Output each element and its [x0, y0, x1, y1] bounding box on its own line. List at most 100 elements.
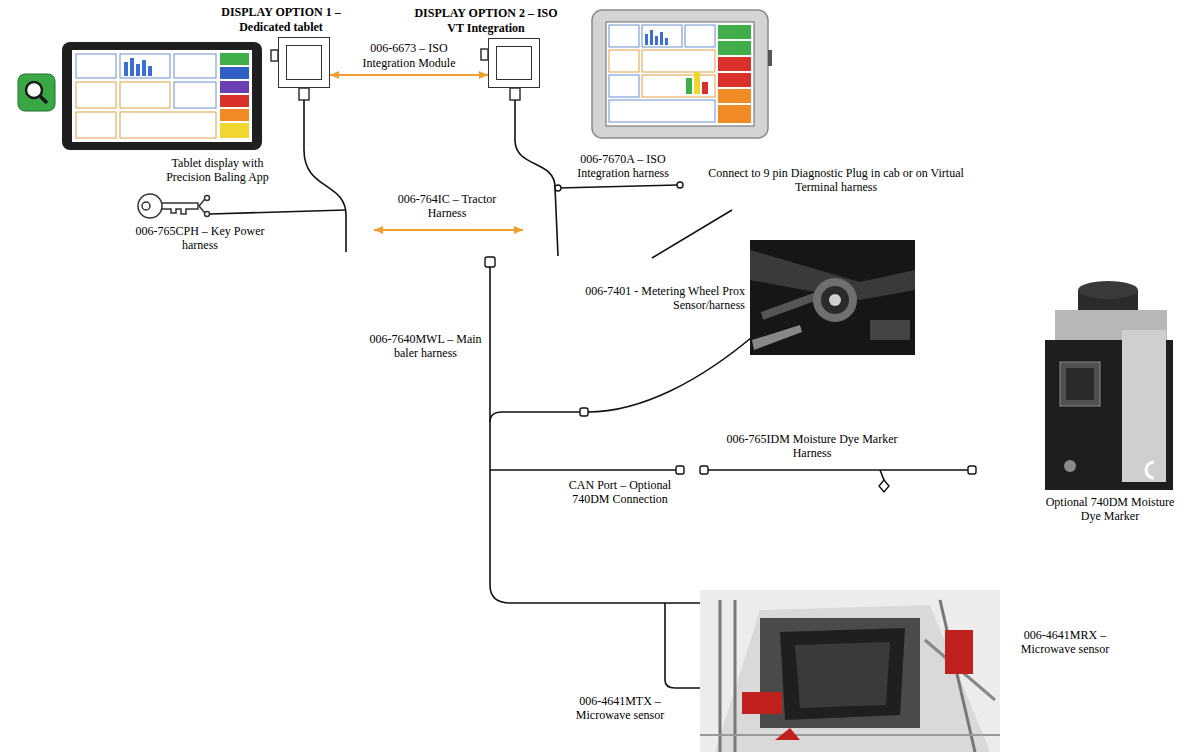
- app-icon: [26, 82, 42, 98]
- module-connector: [271, 50, 278, 61]
- baler-picture: [715, 605, 990, 752]
- vt-display: [694, 72, 700, 94]
- key-symbol: [199, 199, 205, 206]
- metering-wheel-picture: [750, 240, 915, 355]
- part-label: 006-765CPH – Key Power harness: [135, 224, 265, 253]
- vt-display: [655, 36, 658, 45]
- dye-marker-picture: [1045, 281, 1173, 490]
- tablet-display: [174, 54, 216, 78]
- baler-picture: [760, 618, 920, 728]
- harness-connector: [968, 466, 976, 474]
- tablet-display: [220, 53, 249, 65]
- tablet-display: [124, 62, 128, 76]
- tablet-display: [220, 95, 249, 107]
- vt-display: [718, 105, 751, 123]
- key-symbol: [142, 202, 150, 210]
- app-icon: [18, 74, 55, 111]
- vt-display: [645, 34, 648, 45]
- vt-display: [609, 100, 715, 122]
- harness-wire: [490, 412, 580, 422]
- harness-wire: [210, 210, 346, 214]
- vt-display: [609, 50, 639, 72]
- baler-picture: [742, 692, 782, 714]
- tablet-display: [220, 67, 249, 79]
- harness-connector: [879, 480, 889, 492]
- part-label: 006-7640MWL – Main baler harness: [368, 332, 483, 361]
- vt-display: [609, 25, 639, 47]
- vt-display: [642, 75, 715, 97]
- part-label: Tablet display with Precision Baling App: [165, 156, 270, 185]
- harness-connector: [700, 466, 708, 474]
- metering-wheel-picture: [821, 286, 849, 314]
- part-label: 006-7401 - Metering Wheel Prox Sensor/ha…: [585, 284, 745, 313]
- baler-picture: [775, 728, 800, 740]
- vt-display: [592, 10, 768, 138]
- harness-wire: [304, 100, 346, 252]
- harness-wire: [588, 332, 758, 412]
- vt-display: [660, 32, 663, 45]
- harness-connector: [555, 185, 561, 191]
- tablet-display: [76, 112, 116, 138]
- connector-arrow: [330, 74, 488, 76]
- metering-wheel-picture: [870, 320, 910, 340]
- module-inner: [496, 46, 532, 80]
- dye-marker-picture: [1060, 362, 1100, 406]
- harness-arrow: [374, 229, 523, 231]
- baler-picture: [719, 600, 722, 752]
- key-symbol: [205, 212, 210, 217]
- vt-display: [768, 50, 772, 66]
- metering-wheel-picture: [829, 294, 841, 306]
- vt-display: [609, 75, 639, 97]
- harness-connector: [485, 182, 976, 492]
- baler-picture: [700, 590, 1000, 752]
- vt-display: [685, 25, 715, 47]
- dye-marker-picture: [1122, 330, 1166, 482]
- connector-label: 006-6673 – ISO Integration Module: [344, 41, 474, 70]
- baler-picture: [700, 734, 1000, 736]
- part-label: Connect to 9 pin Diagnostic Plug in cab …: [686, 166, 986, 195]
- key-symbol: [162, 203, 198, 214]
- app-icon: [18, 74, 55, 111]
- harness-wire: [558, 185, 678, 188]
- harness-wire: [708, 469, 968, 471]
- tablet-display: [174, 82, 216, 108]
- key-symbol: [199, 206, 205, 213]
- metering-wheel-picture: [752, 325, 802, 350]
- vt-display: [718, 89, 751, 103]
- vt-display: [718, 25, 751, 39]
- baler-picture: [734, 600, 737, 752]
- vt-display: [718, 41, 751, 55]
- baler-picture: [940, 600, 975, 752]
- harness-connector: [485, 257, 495, 267]
- baler-picture: [945, 630, 973, 674]
- module-heading: DISPLAY OPTION 1 – Dedicated tablet: [206, 5, 356, 34]
- part-label: 006-7670A – ISO Integration harness: [568, 152, 678, 181]
- part-label: 006-765IDM Moisture Dye Marker Harness: [722, 432, 902, 461]
- harness-connector: [580, 408, 588, 416]
- module-connector: [510, 88, 520, 100]
- tablet-display: [76, 82, 116, 108]
- vt-display: [606, 22, 754, 126]
- vt-display: [702, 82, 708, 94]
- dye-marker-picture: [1078, 281, 1138, 299]
- key-symbol: [138, 194, 162, 218]
- harness-wire: [652, 210, 732, 258]
- vt-display: [642, 25, 682, 47]
- key-symbol: [205, 196, 210, 201]
- key-symbol: [138, 194, 210, 218]
- tablet-display: [220, 123, 249, 138]
- tablet-display: [62, 42, 262, 150]
- vt-display: [718, 73, 751, 87]
- tablet-display: [148, 66, 152, 76]
- tablet-display: [130, 58, 134, 76]
- app-icon: [40, 96, 47, 103]
- harness-wire: [880, 470, 884, 480]
- part-label: 006-764IC – Tractor Harness: [382, 192, 512, 221]
- module-box: DISPLAY OPTION 1 – Dedicated tablet: [278, 37, 330, 88]
- tablet-display: [62, 42, 262, 150]
- harness-connector: [676, 466, 684, 474]
- metering-wheel-picture: [813, 278, 857, 322]
